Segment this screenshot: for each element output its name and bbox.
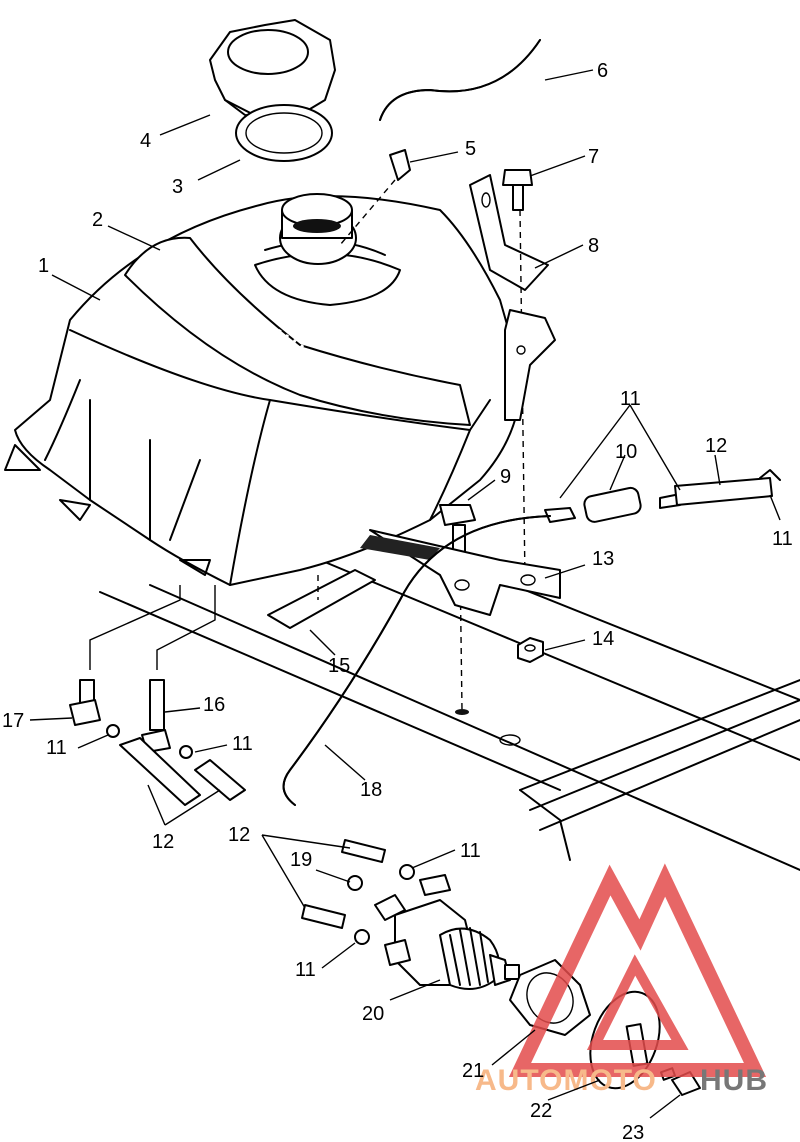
inline-filter [583, 486, 681, 523]
callout-21: 21 [462, 1060, 484, 1082]
mounting-bracket [360, 529, 561, 616]
hose-short-a [341, 839, 386, 863]
callout-11-lower-a: 11 [460, 840, 481, 862]
callout-11-left-b: 11 [232, 733, 253, 755]
callout-5: 5 [465, 138, 476, 160]
callout-12-top: 12 [705, 435, 727, 457]
watermark-text-hub: HUB [700, 1064, 768, 1097]
vent-hose [379, 39, 541, 121]
callout-18: 18 [360, 779, 382, 801]
bolt-upper [502, 169, 533, 211]
clamp-11-right [399, 864, 415, 880]
clamp-11-left [354, 929, 370, 945]
vent-fitting [389, 149, 411, 181]
callout-3: 3 [172, 176, 183, 198]
callout-12-left: 12 [152, 831, 174, 853]
callout-23: 23 [622, 1122, 644, 1142]
callout-16: 16 [203, 694, 225, 716]
callout-1: 1 [38, 255, 49, 277]
callout-20: 20 [362, 1003, 384, 1025]
callout-8: 8 [588, 235, 599, 257]
callout-17: 17 [2, 710, 24, 732]
fuel-cap [209, 19, 336, 119]
callout-12-lower: 12 [228, 824, 250, 846]
hose-left-b [194, 759, 246, 801]
rubber-pad [267, 569, 376, 629]
tank-pad [124, 236, 471, 426]
callout-7: 7 [588, 146, 599, 168]
cap-gasket [235, 104, 333, 162]
callout-19: 19 [290, 849, 312, 871]
callout-14: 14 [592, 628, 614, 650]
callout-22: 22 [530, 1100, 552, 1122]
callout-11-right: 11 [772, 528, 793, 550]
callouts: 1 2 3 4 5 6 7 8 9 10 11 11 11 11 11 11 1… [2, 60, 793, 1142]
callout-15: 15 [328, 655, 350, 677]
nut [517, 637, 544, 663]
watermark-text-auto: AUTOMOTO [475, 1064, 657, 1097]
clamp-19 [347, 875, 363, 891]
fuel-tank [4, 195, 522, 586]
fuel-line-upper [674, 477, 773, 506]
callout-6: 6 [597, 60, 608, 82]
hose-short-b [301, 904, 346, 929]
callout-11-left-a: 11 [46, 737, 67, 759]
callout-9: 9 [500, 466, 511, 488]
callout-11-top: 11 [620, 388, 641, 410]
callout-13: 13 [592, 548, 614, 570]
callout-2: 2 [92, 209, 103, 231]
fuel-fitting-left [69, 679, 120, 738]
hose-left-a [119, 737, 201, 806]
watermark-logo: AUTOMOTO HUB [475, 863, 768, 1097]
filler-neck [279, 193, 357, 265]
callout-10: 10 [615, 441, 637, 463]
callout-4: 4 [140, 130, 151, 152]
callout-11-lower-b: 11 [295, 959, 316, 981]
fuel-petcock [374, 874, 520, 990]
